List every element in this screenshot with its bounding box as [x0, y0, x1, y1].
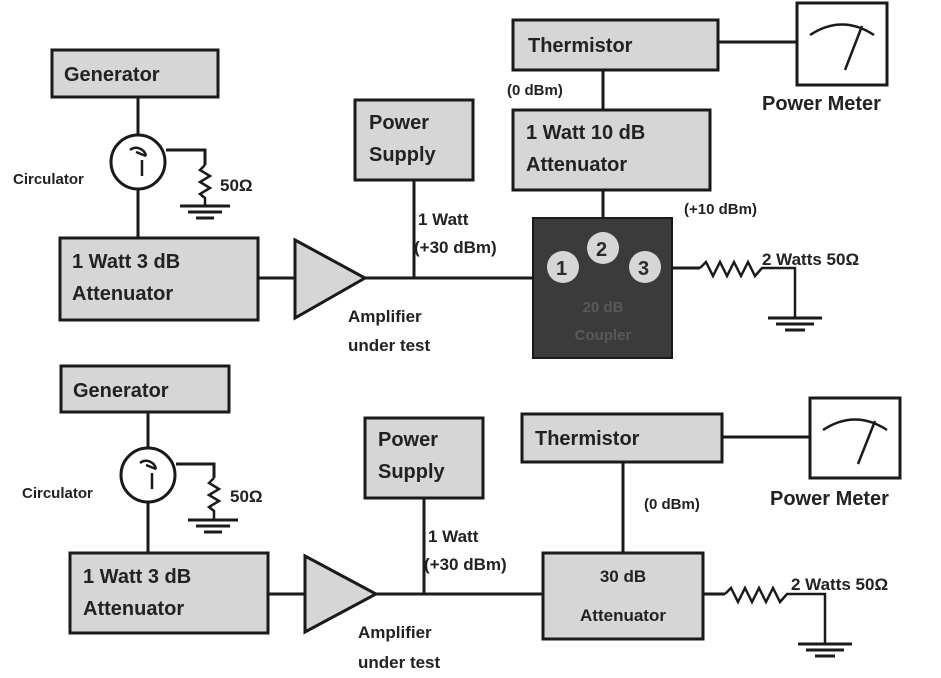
amplifier-symbol — [293, 237, 369, 321]
power-supply-line2-2: Supply — [378, 461, 446, 483]
coupler-port-1 — [547, 251, 579, 283]
thermistor-power-label-2: (0 dBm) — [644, 496, 700, 513]
power-supply-box-2 — [363, 416, 485, 500]
attenuator-10db-line2: Attenuator — [526, 154, 627, 176]
term-resistor-symbol-2 — [724, 585, 827, 644]
circulator-label-2: Circulator — [22, 485, 93, 502]
bottom-diagram: Generator Circulator 50Ω 1 Watt 3 dB Att… — [22, 364, 902, 672]
meter-needle-icon-2 — [856, 420, 877, 465]
circulator-symbol-2 — [119, 446, 177, 504]
circulator-label: Circulator — [13, 171, 84, 188]
power-level-line2: (+30 dBm) — [414, 238, 497, 257]
attenuator-3db-line2: Attenuator — [72, 283, 173, 305]
power-level-line1: 1 Watt — [418, 210, 469, 229]
coupler-label-line1: 20 dB — [583, 299, 624, 316]
coupled-power-label: (+10 dBm) — [684, 201, 757, 218]
generator-label: Generator — [64, 64, 160, 86]
coupler-port-2-label: 2 — [596, 239, 607, 261]
wire-circulator-load — [166, 148, 207, 165]
attenuator-3db-line1: 1 Watt 3 dB — [72, 251, 180, 273]
meter-scale-arc-2 — [822, 418, 888, 432]
power-meter-label-2: Power Meter — [770, 488, 889, 510]
load-resistor-symbol — [197, 164, 213, 206]
thermistor-label-2: Thermistor — [535, 428, 640, 450]
circulator-symbol — [109, 133, 167, 191]
power-supply-line1-2: Power — [378, 429, 438, 451]
coupler-port-3-label: 3 — [638, 258, 649, 280]
circulator-arrow-icon — [129, 146, 148, 176]
term-load-label: 2 Watts 50Ω — [762, 250, 859, 269]
attenuator-10db-line1: 1 Watt 10 dB — [526, 122, 645, 144]
power-supply-line1: Power — [369, 112, 429, 134]
power-meter-symbol-2 — [808, 396, 902, 480]
attenuator-3db-box — [58, 236, 260, 322]
amplifier-label-line1: Amplifier — [348, 307, 422, 326]
circulator-arrow-icon-2 — [139, 459, 158, 489]
thermistor-power-label: (0 dBm) — [507, 82, 563, 99]
generator-box — [50, 48, 220, 99]
amplifier-label-line1-2: Amplifier — [358, 623, 432, 642]
wire-circulator-load-2 — [176, 462, 216, 478]
attenuator-10db-box — [511, 108, 712, 192]
thermistor-label: Thermistor — [528, 35, 633, 57]
coupler-label-line2: Coupler — [575, 327, 632, 344]
power-supply-box — [353, 98, 475, 182]
power-level-line1-2: 1 Watt — [428, 527, 479, 546]
power-meter-symbol — [795, 1, 889, 87]
load-resistor-symbol-2 — [206, 477, 222, 520]
meter-needle-icon — [843, 25, 864, 71]
power-meter-label: Power Meter — [762, 93, 881, 115]
top-diagram: Generator Circulator 50Ω 1 Watt 3 dB Att… — [13, 1, 889, 359]
power-supply-line2: Supply — [369, 144, 437, 166]
power-level-line2-2: (+30 dBm) — [424, 555, 507, 574]
attenuator-30db-line2: Attenuator — [580, 606, 666, 625]
amplifier-label-line2-2: under test — [358, 653, 441, 672]
attenuator-3db-line2-2: Attenuator — [83, 598, 184, 620]
coupler-port-1-label: 1 — [556, 258, 567, 280]
attenuator-3db-line1-2: 1 Watt 3 dB — [83, 566, 191, 588]
coupler-port-3 — [629, 251, 661, 283]
thermistor-box-2 — [520, 412, 724, 464]
term-load-label-2: 2 Watts 50Ω — [791, 575, 888, 594]
attenuator-30db-box — [541, 551, 705, 641]
amplifier-symbol-2 — [303, 553, 380, 635]
generator-box-2 — [59, 364, 231, 414]
load-label: 50Ω — [220, 176, 253, 195]
attenuator-3db-box-2 — [68, 551, 270, 635]
coupler-box — [532, 217, 673, 359]
generator-label-2: Generator — [73, 380, 169, 402]
thermistor-box — [511, 18, 720, 72]
term-resistor-symbol — [699, 259, 797, 318]
amplifier-label-line2: under test — [348, 336, 431, 355]
attenuator-30db-line1: 30 dB — [600, 567, 646, 586]
load-label-2: 50Ω — [230, 487, 263, 506]
coupler-port-2 — [587, 232, 619, 264]
meter-scale-arc — [809, 23, 875, 37]
